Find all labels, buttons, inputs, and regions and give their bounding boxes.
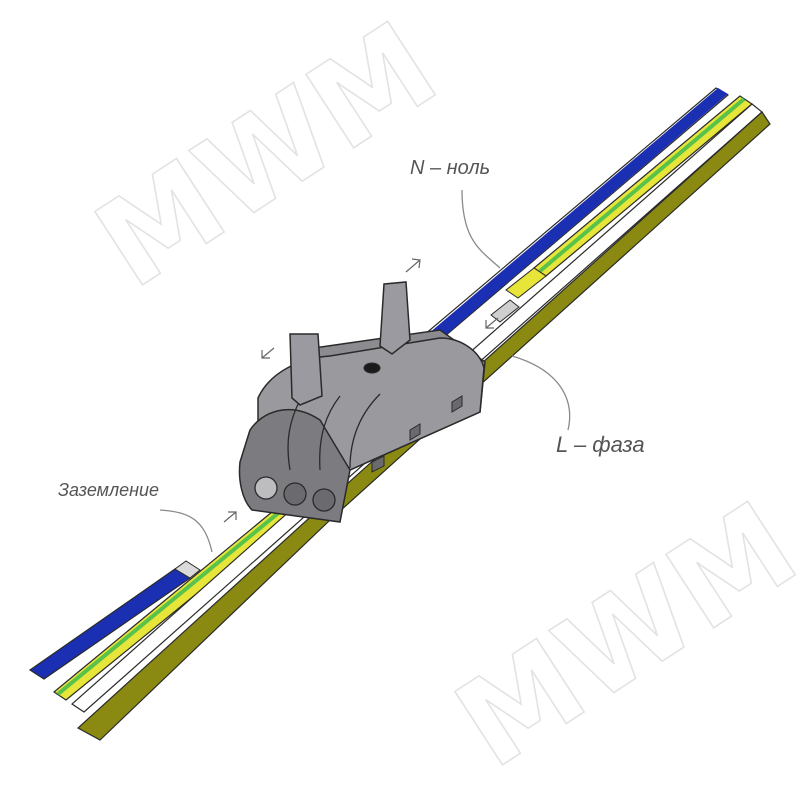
lever-right [379, 281, 411, 355]
watermark-top-left: MWM [73, 0, 462, 316]
phase-label: L – фаза [556, 432, 645, 457]
neutral-leader-line [461, 189, 501, 269]
watermark-bottom-right: MWM [433, 476, 800, 796]
insert-arrow-icon [485, 317, 499, 329]
phase-leader-line [511, 355, 571, 431]
connector-body [238, 329, 486, 523]
insert-arrow-icon [223, 511, 237, 523]
watermark-text-bottom: MWM [433, 476, 800, 795]
lever-left [289, 333, 323, 406]
ground-leader-line [159, 509, 213, 553]
watermark-text-top: MWM [73, 0, 460, 315]
lever-arrow-icon [261, 347, 275, 359]
neutral-wire [28, 87, 730, 680]
insert-arrow-icon [405, 258, 421, 273]
ground-wire [52, 95, 754, 701]
ground-label: Заземление [58, 480, 159, 500]
neutral-label: N – ноль [410, 157, 490, 179]
